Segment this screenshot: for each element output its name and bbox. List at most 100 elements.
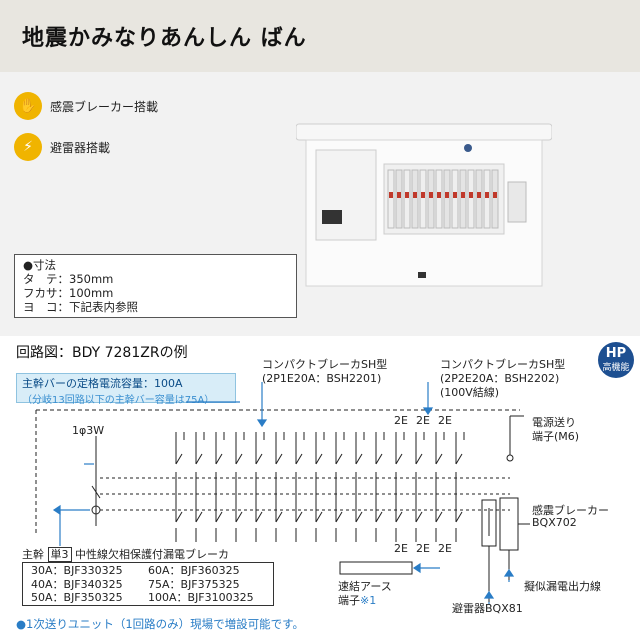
- model-cell: 60A：BJF360325: [148, 564, 240, 577]
- branch-circuit-line: [455, 511, 463, 523]
- branch-circuit-line: [315, 511, 323, 523]
- branch-circuit-line: [335, 453, 343, 465]
- label-2e-top-2: 2E: [416, 414, 430, 427]
- feature-seismic-label: 感震ブレーカー搭載: [50, 99, 159, 114]
- branch-circuit-line: [195, 453, 203, 465]
- branch-circuit-line: [415, 453, 423, 465]
- photo-breaker-switch: [429, 192, 433, 198]
- model-cell: 75A：BJF375325: [148, 577, 240, 591]
- branch-circuit-line: [335, 511, 343, 523]
- photo-breaker: [395, 169, 403, 229]
- label-2e-bottom-2: 2E: [416, 542, 430, 555]
- branch-circuit-line: [395, 511, 403, 523]
- compact-b-model: (2P2E20A：BSH2202): [440, 372, 560, 385]
- branch-circuit-line: [255, 511, 263, 523]
- compact-a-model: (2P1E20A：BSH2201): [262, 372, 382, 385]
- compact-b-note: (100V結線): [440, 386, 500, 399]
- branch-circuit-line: [195, 511, 203, 523]
- photo-breaker-switch: [461, 192, 465, 198]
- hp-logo-label: 高機能: [602, 363, 630, 373]
- hp-logo: HP 高機能: [598, 342, 634, 378]
- branch-circuit-line: [235, 453, 243, 465]
- label-2e-bottom-1: 2E: [394, 542, 408, 555]
- main-bar-box: 主幹バーの定格電流容量：100A （分岐13回路以下の主幹バー容量は75A）: [16, 373, 236, 406]
- branch-circuit-line: [315, 453, 323, 465]
- photo-breaker: [467, 169, 475, 229]
- photo-breaker-switch: [445, 192, 449, 198]
- main-breaker-prefix: 主幹: [22, 548, 44, 561]
- label-2e-bottom-3: 2E: [438, 542, 452, 555]
- photo-breaker: [491, 169, 499, 229]
- branch-circuit-line: [275, 453, 283, 465]
- photo-breaker-switch: [389, 192, 393, 198]
- main-bar-line2: （分岐13回路以下の主幹バー容量は75A）: [22, 395, 215, 406]
- compact-a-title: コンパクトブレーカSH型: [262, 358, 388, 371]
- main-breaker-text: 中性線欠相保護付漏電ブレーカ: [75, 548, 229, 561]
- compact-b-title: コンパクトブレーカSH型: [440, 358, 566, 371]
- phase-label: 1φ3W: [72, 424, 105, 437]
- model-row: 30A：BJF330325 60A：BJF360325: [31, 564, 265, 578]
- dimensions-heading: ●寸法: [23, 258, 57, 272]
- dimension-height: タ テ：350mm: [23, 272, 114, 286]
- branch-circuit-line: [435, 511, 443, 523]
- feature-lightning-label: 避雷器搭載: [50, 140, 111, 155]
- hand-breaker-icon: ✋: [14, 92, 42, 120]
- photo-breaker: [483, 169, 491, 229]
- simulated-leak-label: 擬似漏電出力線: [524, 580, 601, 593]
- branch-circuit-line: [415, 511, 423, 523]
- photo-breaker: [427, 169, 435, 229]
- photo-breaker: [459, 169, 467, 229]
- model-row: 50A：BJF350325 100A：BJF3100325: [31, 591, 265, 605]
- ground-terminal-line1: 速結アース: [338, 580, 392, 593]
- model-cell: 100A：BJF3100325: [148, 591, 254, 604]
- photo-breaker-switch: [437, 192, 441, 198]
- main-breaker-tag: 単3: [47, 547, 72, 562]
- photo-breaker-switch: [453, 192, 457, 198]
- dimension-width: ヨ コ：下記表内参照: [23, 300, 138, 314]
- branch-circuit-line: [295, 511, 303, 523]
- photo-breaker: [451, 169, 459, 229]
- branch-circuit-line: [435, 453, 443, 465]
- ground-terminal-line2: 端子※1: [338, 592, 376, 608]
- main-bar-line1: 主幹バーの定格電流容量：100A: [22, 377, 183, 390]
- ground-terminal-mark: ※1: [360, 594, 377, 607]
- branch-circuit-line: [255, 453, 263, 465]
- hp-logo-mark: HP: [605, 346, 627, 361]
- title-bar: 地震かみなりあんしん ばん: [0, 0, 640, 72]
- footer-note: ●1次送りユニット（1回路のみ）現場で増設可能です。: [16, 617, 305, 631]
- circuit-diagram: [35, 382, 530, 604]
- photo-breaker: [419, 169, 427, 229]
- power-feed-line1: 電源送り: [532, 416, 576, 429]
- photo-breaker-switch: [485, 192, 489, 198]
- branch-circuit-line: [175, 511, 183, 523]
- arrester-label: 避雷器BQX81: [452, 602, 523, 615]
- feature-lightning: ⚡ 避雷器搭載: [14, 133, 110, 161]
- photo-breaker: [403, 169, 411, 229]
- seismic-line2: BQX702: [532, 516, 577, 529]
- branch-circuit-line: [295, 453, 303, 465]
- model-cell: 40A：BJF340325: [31, 577, 123, 591]
- branch-circuit-line: [355, 511, 363, 523]
- photo-breaker-switch: [405, 192, 409, 198]
- page-title: 地震かみなりあんしん ばん: [22, 26, 307, 51]
- photo-breaker-switch: [469, 192, 473, 198]
- model-cell: 50A：BJF350325: [31, 591, 123, 604]
- label-2e-top-1: 2E: [394, 414, 408, 427]
- photo-breaker-switch: [477, 192, 481, 198]
- branch-circuit-line: [235, 511, 243, 523]
- branch-circuit-line: [375, 453, 383, 465]
- ground-terminal-text: 端子: [338, 594, 360, 607]
- branch-circuit-line: [355, 453, 363, 465]
- dimension-depth: フカサ：100mm: [23, 286, 114, 300]
- model-cell: 30A：BJF330325: [31, 564, 123, 577]
- model-table: 30A：BJF330325 60A：BJF360325 40A：BJF340325…: [22, 562, 274, 606]
- product-section: 地震かみなりあんしん ばん ✋ 感震ブレーカー搭載 ⚡ 避雷器搭載 ●寸法 タ …: [0, 0, 640, 336]
- label-2e-top-3: 2E: [438, 414, 452, 427]
- photo-breaker-switch: [493, 192, 497, 198]
- branch-circuit-line: [275, 511, 283, 523]
- dimensions-box: ●寸法 タ テ：350mm フカサ：100mm ヨ コ：下記表内参照: [14, 254, 297, 318]
- branch-circuit-line: [375, 511, 383, 523]
- seismic-line1: 感震ブレーカー: [532, 504, 609, 517]
- branch-circuit-line: [215, 511, 223, 523]
- photo-breaker: [443, 169, 451, 229]
